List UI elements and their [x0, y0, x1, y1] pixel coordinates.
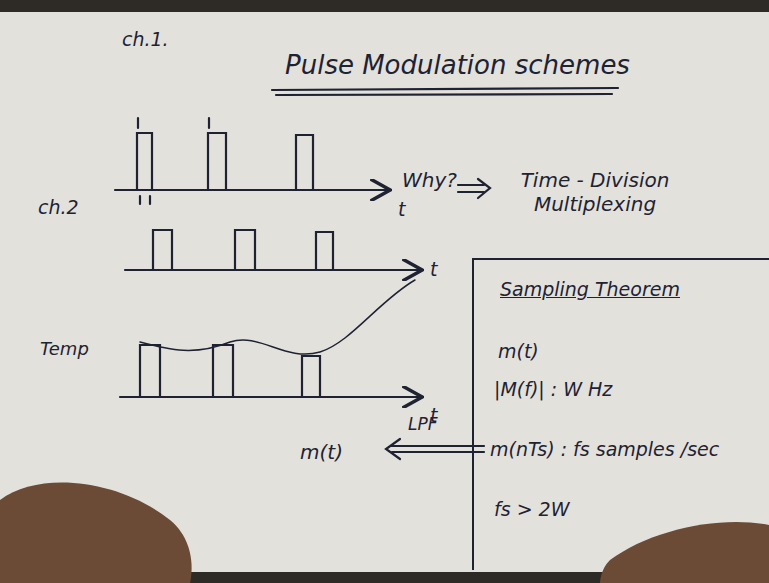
formula-text: m(nTs) : fs samples /sec — [490, 438, 719, 461]
paper-sheet — [0, 12, 769, 572]
axis-label: t — [430, 258, 437, 281]
note-text: Time - Division Multiplexing — [495, 168, 695, 216]
filter-label: LPF — [408, 414, 438, 434]
channel-label: ch.2 — [38, 196, 79, 219]
formula-text: |M(f)| : W Hz — [494, 378, 612, 401]
diagram-title: Pulse Modulation schemes — [285, 50, 630, 81]
title-underline — [272, 88, 618, 90]
time-axis — [120, 396, 420, 398]
hand-right — [600, 522, 769, 583]
section-heading: Sampling Theorem — [500, 278, 680, 301]
pulse-train — [153, 230, 333, 270]
time-axis — [115, 189, 388, 191]
message-waveform — [140, 280, 415, 354]
question-label: Why? — [402, 168, 457, 192]
axis-label: t — [398, 198, 405, 221]
formula-text: m(t) — [498, 340, 539, 363]
channel-label: ch.1. — [122, 28, 169, 51]
signal-label: Temp — [40, 338, 89, 360]
hand-left — [0, 483, 192, 583]
time-axis — [125, 269, 420, 271]
title-underline — [276, 94, 612, 95]
pulse-train — [137, 133, 313, 190]
tick-mark — [140, 196, 150, 204]
signal-label: m(t) — [300, 440, 343, 464]
lpf-arrow — [386, 439, 484, 459]
theorem-panel: Sampling Theorem m(t) |M(f)| : W Hz m(nTs) … — [472, 258, 769, 570]
tick-mark — [138, 118, 209, 128]
implies-arrow — [458, 179, 490, 198]
formula-text: fs > 2W — [494, 498, 569, 521]
